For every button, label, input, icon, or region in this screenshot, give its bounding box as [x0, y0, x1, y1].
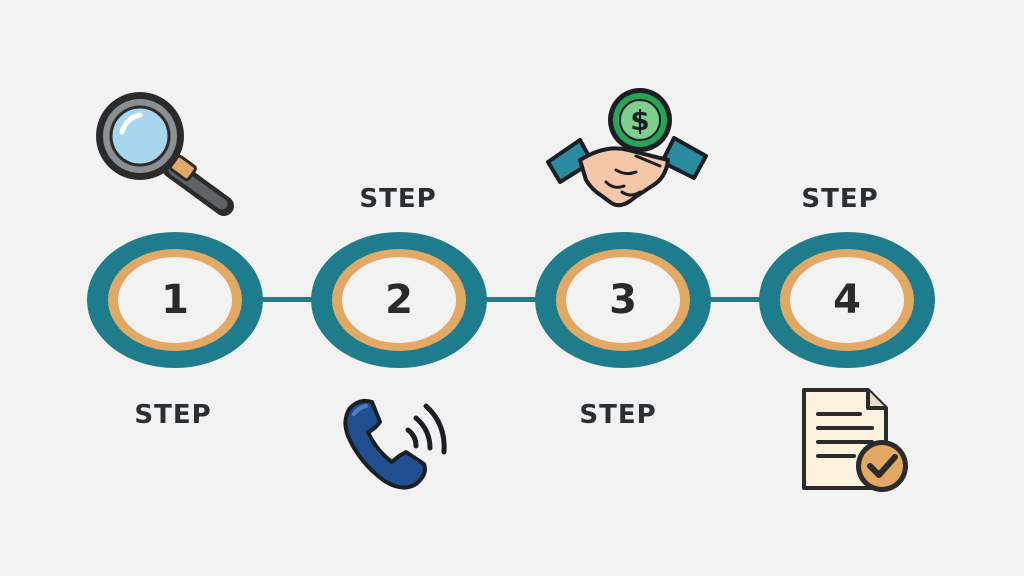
svg-text:$: $ [630, 104, 649, 137]
step-4-label: STEP [801, 184, 879, 214]
step-2-circle: 2 [311, 232, 487, 368]
step-2-label: STEP [359, 184, 437, 214]
step-3-label: STEP [579, 400, 657, 430]
step-3-circle: 3 [535, 232, 711, 368]
step-1-circle: 1 [87, 232, 263, 368]
phone-icon [343, 398, 447, 490]
step-4-circle: 4 [759, 232, 935, 368]
step-3-number: 3 [566, 257, 680, 343]
step-1-number: 1 [118, 257, 232, 343]
magnifying-glass-icon [96, 92, 234, 216]
step-4-number: 4 [790, 257, 904, 343]
connector-1-2 [258, 297, 318, 302]
step-1-label: STEP [134, 400, 212, 430]
handshake-money-icon: $ [546, 88, 708, 208]
step-2-number: 2 [342, 257, 456, 343]
connector-3-4 [706, 297, 766, 302]
document-check-icon [802, 388, 908, 492]
connector-2-3 [482, 297, 542, 302]
